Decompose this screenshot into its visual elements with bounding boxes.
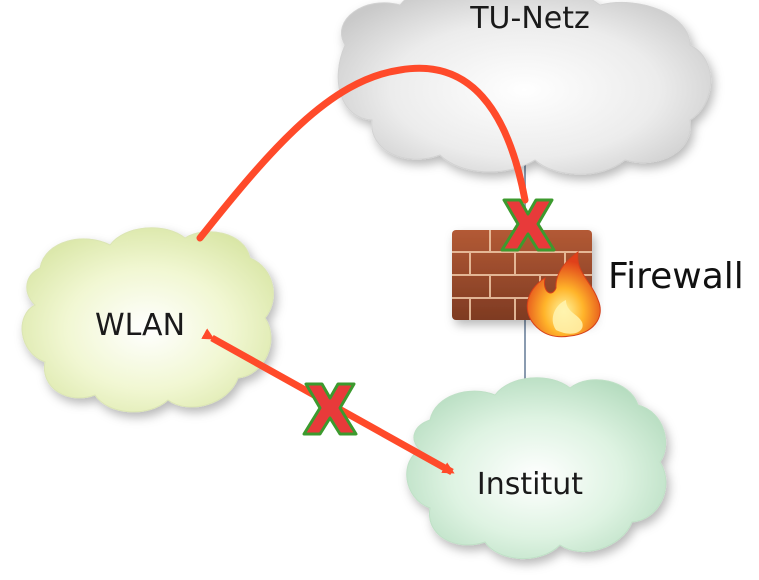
wlan-label: WLAN	[95, 308, 185, 343]
blocked-x-icon	[500, 198, 556, 252]
tu-netz-cloud	[337, 0, 712, 175]
fire-icon	[526, 250, 601, 338]
institut-label: Institut	[477, 467, 583, 502]
blocked-x-icon	[302, 382, 358, 436]
connection-wlan-tu-netz	[196, 64, 529, 242]
firewall-label: Firewall	[608, 256, 744, 297]
institut-cloud	[406, 377, 667, 559]
tu-netz-label: TU-Netz	[469, 1, 590, 36]
